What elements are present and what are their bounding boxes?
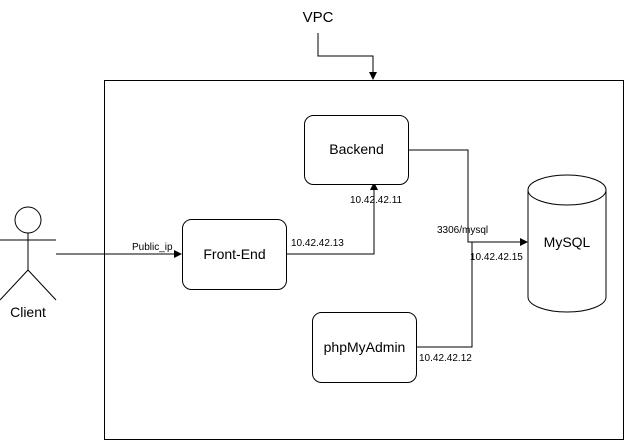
frontend-to-backend-edge: [287, 182, 378, 255]
vpc-label: VPC: [303, 9, 334, 26]
mysql-ip-label: 10.42.42.15: [470, 252, 523, 263]
mysql-label: MySQL: [544, 234, 591, 250]
frontend-node: [182, 219, 287, 290]
phpmyadmin-node: [312, 312, 417, 383]
vpc-container: [104, 80, 624, 440]
client-actor-icon: [0, 206, 57, 301]
backend-to-mysql-edge: [409, 149, 528, 246]
backend-node: [304, 115, 409, 185]
vpc-arrow: [317, 33, 377, 80]
phpmyadmin-to-mysql-edge: [417, 242, 473, 348]
phpmyadmin-label: phpMyAdmin: [324, 339, 406, 355]
backend-label: Backend: [329, 141, 383, 157]
client-label: Client: [10, 304, 46, 320]
frontend-ip-label: 10.42.42.13: [291, 238, 344, 249]
frontend-label: Front-End: [203, 246, 265, 262]
backend-ip-label: 10.42.42.11: [350, 195, 403, 206]
mysql-port-label: 3306/mysql: [437, 225, 488, 236]
mysql-database-icon: [527, 174, 607, 313]
public-ip-label: Public_ip: [132, 242, 173, 253]
phpmyadmin-ip-label: 10.42.42.12: [419, 353, 472, 364]
